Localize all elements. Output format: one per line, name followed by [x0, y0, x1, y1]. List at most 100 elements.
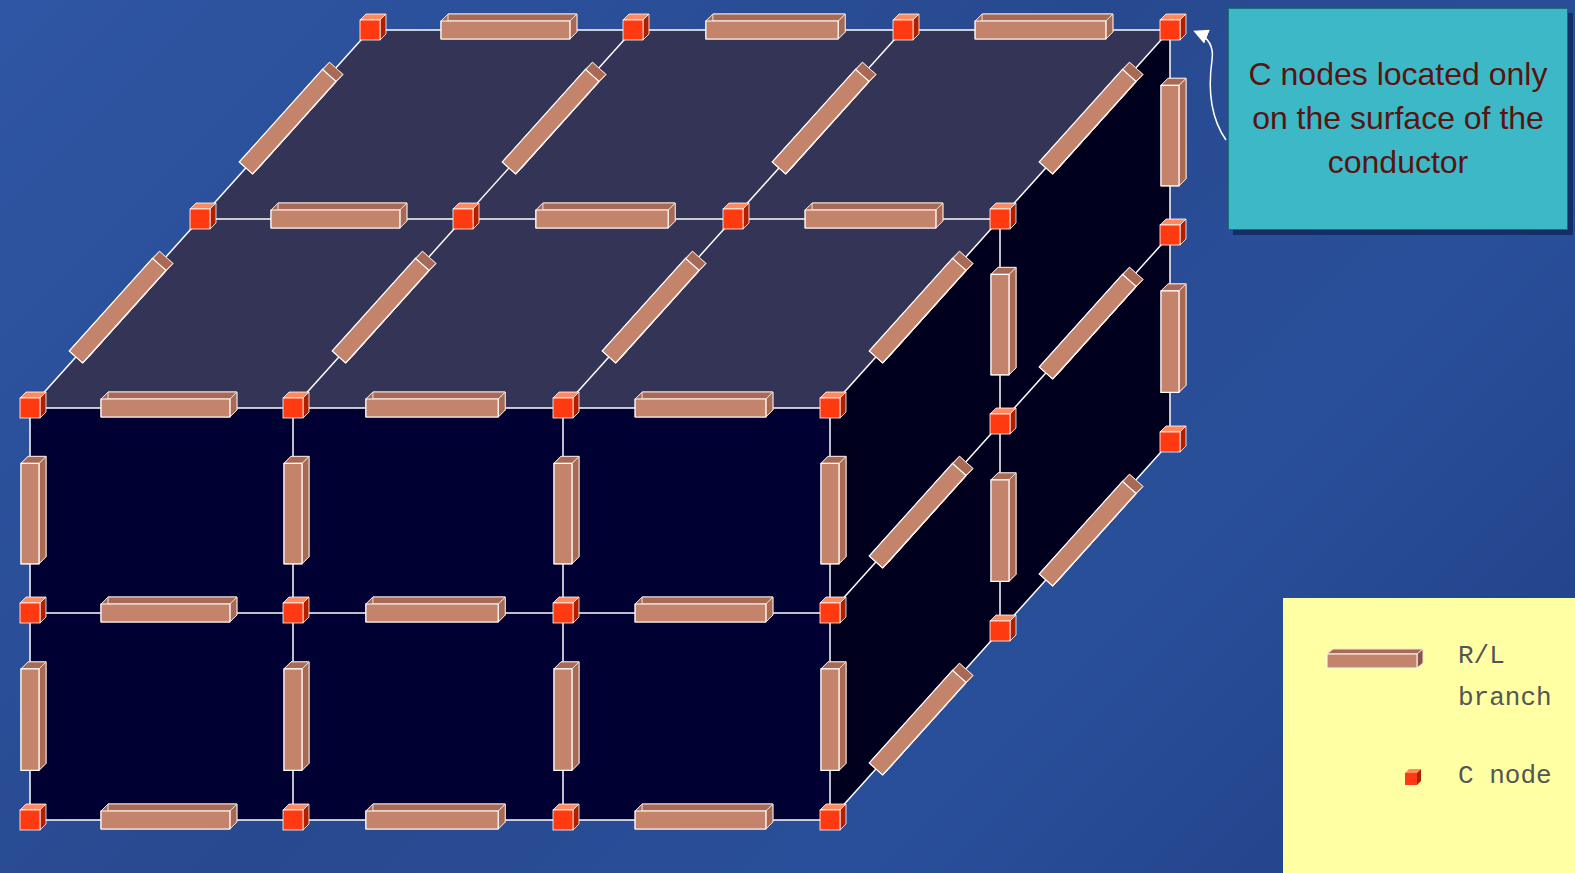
c-node-side — [573, 597, 579, 623]
c-node-side — [40, 597, 46, 623]
c-node — [1160, 225, 1180, 245]
rl-branch — [635, 811, 766, 829]
branch-side — [302, 456, 309, 563]
c-node — [20, 810, 40, 830]
branch-side — [1009, 267, 1016, 374]
branch-side — [1179, 78, 1186, 186]
c-node-side — [573, 804, 579, 830]
rl-branch — [239, 69, 336, 174]
c-node — [820, 603, 840, 623]
rl-branch — [554, 463, 572, 563]
top-face — [30, 30, 1170, 408]
c-node-side — [1010, 615, 1016, 641]
branch-side — [1161, 78, 1186, 85]
branch-side — [21, 456, 46, 463]
c-node — [190, 209, 210, 229]
branch-side — [821, 662, 846, 669]
rl-branch — [805, 210, 936, 228]
callout-text: C nodes located only on the surface of t… — [1229, 43, 1567, 194]
rl-branch — [366, 399, 498, 417]
branch-side — [101, 804, 237, 811]
rl-branch — [869, 258, 966, 363]
branch-side — [635, 392, 773, 399]
branch-side — [805, 203, 943, 210]
c-node — [20, 603, 40, 623]
rl-branch — [21, 669, 39, 770]
rl-branch — [821, 669, 839, 770]
branch-side — [572, 456, 579, 563]
legend-box: R/L branch C node — [1283, 598, 1575, 873]
branch-side — [366, 392, 505, 399]
c-node-side — [1180, 426, 1186, 452]
branch-side — [39, 662, 46, 770]
rl-branch — [284, 669, 302, 770]
branch-side — [1179, 284, 1186, 392]
c-node-side — [303, 597, 309, 623]
rl-branch — [635, 604, 766, 622]
rl-branch — [366, 811, 498, 829]
c-node — [990, 621, 1010, 641]
front-face — [30, 408, 830, 820]
mesh-line — [830, 235, 1170, 613]
rl-branch — [536, 210, 668, 228]
c-node — [283, 603, 303, 623]
c-node — [553, 603, 573, 623]
c-node-side — [1010, 203, 1016, 229]
branch-side — [991, 267, 1016, 274]
branch-side — [706, 14, 845, 21]
c-node — [820, 398, 840, 418]
c-node — [723, 209, 743, 229]
branch-side — [366, 597, 505, 604]
legend-label: R/L branch — [1458, 636, 1568, 719]
legend-label: C node — [1458, 756, 1568, 798]
c-node-side — [840, 392, 846, 418]
branch-side — [635, 804, 773, 811]
branch-side — [21, 662, 46, 669]
branch-side — [821, 456, 846, 463]
rl-branch — [502, 69, 599, 174]
rl-branch — [869, 670, 966, 775]
branch-side — [101, 392, 237, 399]
rl-branch — [975, 21, 1106, 39]
side-face — [830, 30, 1170, 820]
c-node-side — [1180, 14, 1186, 40]
branch-side — [302, 662, 309, 770]
branch-side — [991, 473, 1016, 480]
legend-node-swatch — [1405, 773, 1417, 785]
rl-branch — [706, 21, 838, 39]
rl-branch — [21, 463, 39, 563]
c-node-side — [40, 392, 46, 418]
mesh-line — [830, 442, 1170, 820]
rl-branch — [602, 258, 699, 363]
branch-side — [554, 456, 579, 463]
branch-side — [441, 14, 577, 21]
branch-side — [554, 662, 579, 669]
rl-branch — [1039, 274, 1136, 379]
rl-branch — [101, 604, 230, 622]
rl-branch — [772, 69, 869, 174]
c-node — [893, 20, 913, 40]
c-node — [820, 810, 840, 830]
branch-side — [1161, 284, 1186, 291]
c-node — [20, 398, 40, 418]
rl-branch — [991, 480, 1009, 581]
c-node-side — [380, 14, 386, 40]
legend-node-side — [1417, 769, 1421, 785]
branch-side — [839, 456, 846, 563]
c-node — [1160, 432, 1180, 452]
c-node-side — [913, 14, 919, 40]
c-node — [1160, 20, 1180, 40]
c-node — [553, 398, 573, 418]
c-node — [990, 414, 1010, 434]
rl-branch — [101, 811, 230, 829]
c-node-side — [643, 14, 649, 40]
branch-side — [101, 597, 237, 604]
legend-swatches — [1283, 598, 1575, 873]
c-node — [453, 209, 473, 229]
branch-side — [536, 203, 675, 210]
c-node-side — [1010, 408, 1016, 434]
c-node — [283, 398, 303, 418]
rl-branch — [554, 669, 572, 770]
rl-branch — [441, 21, 570, 39]
rl-branch — [1161, 85, 1179, 186]
